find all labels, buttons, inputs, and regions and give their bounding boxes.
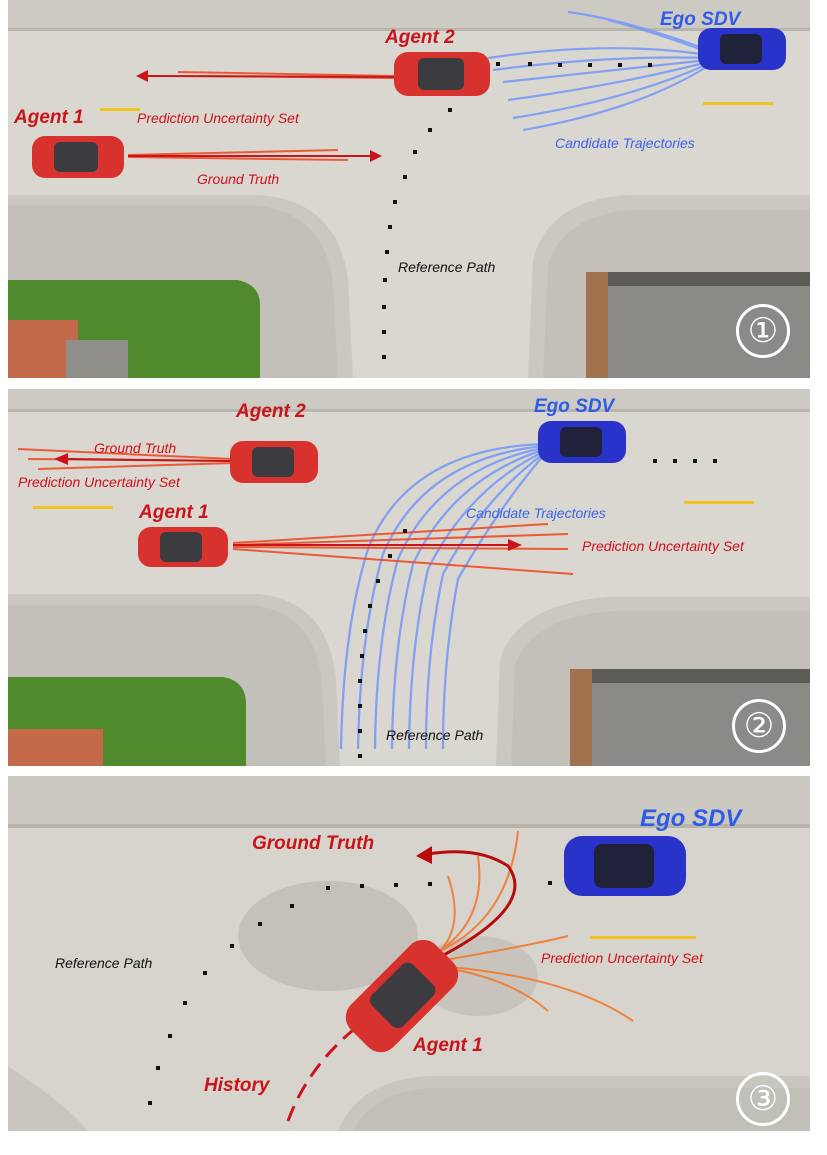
prediction-set-label: Prediction Uncertainty Set	[137, 110, 299, 126]
candidate-trajectories	[487, 10, 709, 132]
agent2-car	[394, 52, 490, 96]
history-label: History	[204, 1075, 270, 1096]
ground-truth-label: Ground Truth	[252, 833, 375, 854]
ego-label: Ego SDV	[640, 805, 742, 832]
agent2-label: Agent 2	[385, 27, 455, 48]
ego-car	[564, 836, 686, 896]
ground-truth-label: Ground Truth	[197, 171, 280, 187]
candidates-label: Candidate Trajectories	[555, 135, 695, 151]
scene-1-drawing	[8, 0, 810, 378]
reference-path-dots	[358, 459, 717, 758]
agent1-label: Agent 1	[14, 107, 84, 128]
agent1-car	[345, 939, 459, 1053]
agent1-car	[32, 136, 124, 178]
agent1-label: Agent 1	[413, 1035, 483, 1056]
reference-path-dots	[382, 62, 652, 359]
candidates-label: Candidate Trajectories	[466, 505, 606, 521]
prediction-set-right-label: Prediction Uncertainty Set	[582, 538, 744, 554]
reference-path-label: Reference Path	[398, 259, 496, 275]
agent1-car	[138, 527, 228, 567]
scene-panel-2: Agent 2 Agent 1 Ego SDV Ground Truth Pre…	[8, 389, 810, 766]
prediction-set-label: Prediction Uncertainty Set	[541, 950, 703, 966]
scene-panel-3: Ground Truth Ego SDV Reference Path Pred…	[8, 776, 810, 1131]
ego-car	[698, 28, 786, 70]
scene-3-drawing	[8, 776, 810, 1131]
agent1-label: Agent 1	[139, 502, 209, 523]
panel-number-1: ①	[736, 304, 790, 358]
ego-car	[538, 421, 626, 463]
agent2-car	[230, 441, 318, 483]
panel-number-2: ②	[732, 699, 786, 753]
ground-truth-label: Ground Truth	[94, 440, 177, 456]
scene-panel-1: Agent 2 Agent 1 Ego SDV Prediction Uncer…	[8, 0, 810, 378]
candidate-trajectories	[339, 442, 544, 750]
ego-label: Ego SDV	[534, 396, 615, 417]
ego-label: Ego SDV	[660, 9, 741, 30]
panel-number-3: ③	[736, 1072, 790, 1126]
reference-path-dots	[148, 881, 552, 1105]
prediction-set-left-label: Prediction Uncertainty Set	[18, 474, 180, 490]
reference-path-label: Reference Path	[386, 727, 484, 743]
agent2-label: Agent 2	[236, 401, 306, 422]
reference-path-label: Reference Path	[55, 955, 153, 971]
